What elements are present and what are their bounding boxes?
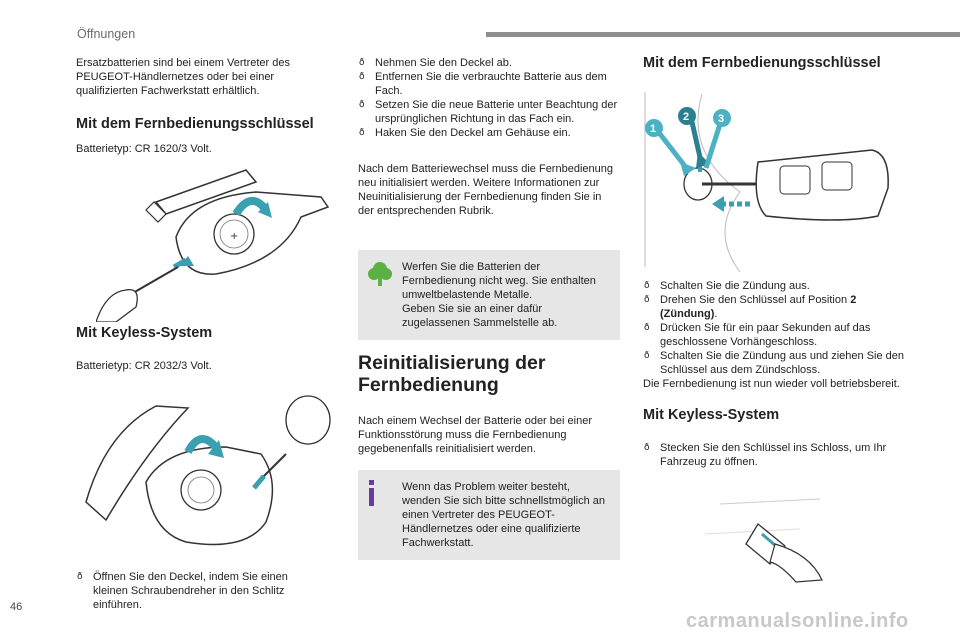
step-ignition-off: Schalten Sie die Zündung aus. xyxy=(643,279,905,293)
step-open-cover: Öffnen Sie den Deckel, indem Sie einen k… xyxy=(76,570,323,612)
badge-3: 3 xyxy=(718,113,724,125)
info-text: Wenn das Problem weiter besteht, wenden … xyxy=(402,481,606,549)
page-number: 46 xyxy=(10,601,23,613)
badge-2: 2 xyxy=(683,111,689,123)
remote-key-battery-illustration: + xyxy=(96,169,330,322)
eco-notice-box: Werfen Sie die Batterien der Fernbedienu… xyxy=(358,250,620,340)
header-bar xyxy=(486,32,960,37)
step-insert-battery: Setzen Sie die neue Batterie unter Beach… xyxy=(358,98,620,126)
battery-type-remote: Batterietyp: CR 1620/3 Volt. xyxy=(76,143,212,155)
step-hook-cover: Haken Sie den Deckel am Gehäuse ein. xyxy=(358,126,620,140)
heading-keyless-reinit: Mit Keyless-System xyxy=(643,407,780,423)
heading-remote-key-reinit: Mit dem Fernbedienungsschlüssel xyxy=(643,55,881,71)
heading-keyless: Mit Keyless-System xyxy=(76,325,213,341)
keyless-key-battery-illustration xyxy=(85,395,331,546)
column-left: Ersatzbatterien sind bei einem Vertreter… xyxy=(76,56,328,373)
step-insert-key: Stecken Sie den Schlüssel ins Schloss, u… xyxy=(643,441,905,469)
info-notice-box: Wenn das Problem weiter besteht, wenden … xyxy=(358,470,620,560)
after-change-text: Nach dem Batteriewechsel muss die Fernbe… xyxy=(358,163,613,217)
keyless-insert-illustration xyxy=(704,498,823,583)
step-remove-battery: Entfernen Sie die verbrauchte Batterie a… xyxy=(358,70,620,98)
intro-text: Ersatzbatterien sind bei einem Vertreter… xyxy=(76,57,291,97)
step-turn-key: Drehen Sie den Schlüssel auf Position 2 … xyxy=(643,293,905,321)
badge-1: 1 xyxy=(650,123,656,135)
ignition-illustration: 1 2 3 xyxy=(644,92,889,272)
step-press-lock: Drücken Sie für ein paar Sekunden auf da… xyxy=(643,321,905,349)
battery-type-keyless: Batterietyp: CR 2032/3 Volt. xyxy=(76,360,212,372)
heading-remote-key: Mit dem Fernbedienungsschlüssel xyxy=(76,116,314,132)
tree-icon xyxy=(368,262,392,286)
reinit-steps: Schalten Sie die Zündung aus. Drehen Sie… xyxy=(643,279,905,469)
reinit-text: Nach einem Wechsel der Batterie oder bei… xyxy=(358,415,592,455)
eco-text-1: Werfen Sie die Batterien der Fernbedienu… xyxy=(402,261,596,301)
step-remove-cover: Nehmen Sie den Deckel ab. xyxy=(358,56,620,70)
section-title: Öffnungen xyxy=(77,27,136,41)
column-middle: Nehmen Sie den Deckel ab. Entfernen Sie … xyxy=(358,56,620,560)
eco-text-2: Geben Sie sie an einer dafür zugelassene… xyxy=(402,303,558,329)
info-icon xyxy=(369,480,374,506)
watermark: carmanualsonline.info xyxy=(686,610,909,632)
heading-reinitialization: Reinitialisierung der Fernbedienung xyxy=(358,352,546,396)
svg-text:+: + xyxy=(230,231,238,242)
step-remove-key: Schalten Sie die Zündung aus und ziehen … xyxy=(643,349,905,377)
column-right: Mit dem Fernbedienungsschlüssel xyxy=(643,55,905,71)
page-header: Öffnungen xyxy=(0,0,960,44)
result-text: Die Fernbedienung ist nun wieder voll be… xyxy=(643,378,900,390)
